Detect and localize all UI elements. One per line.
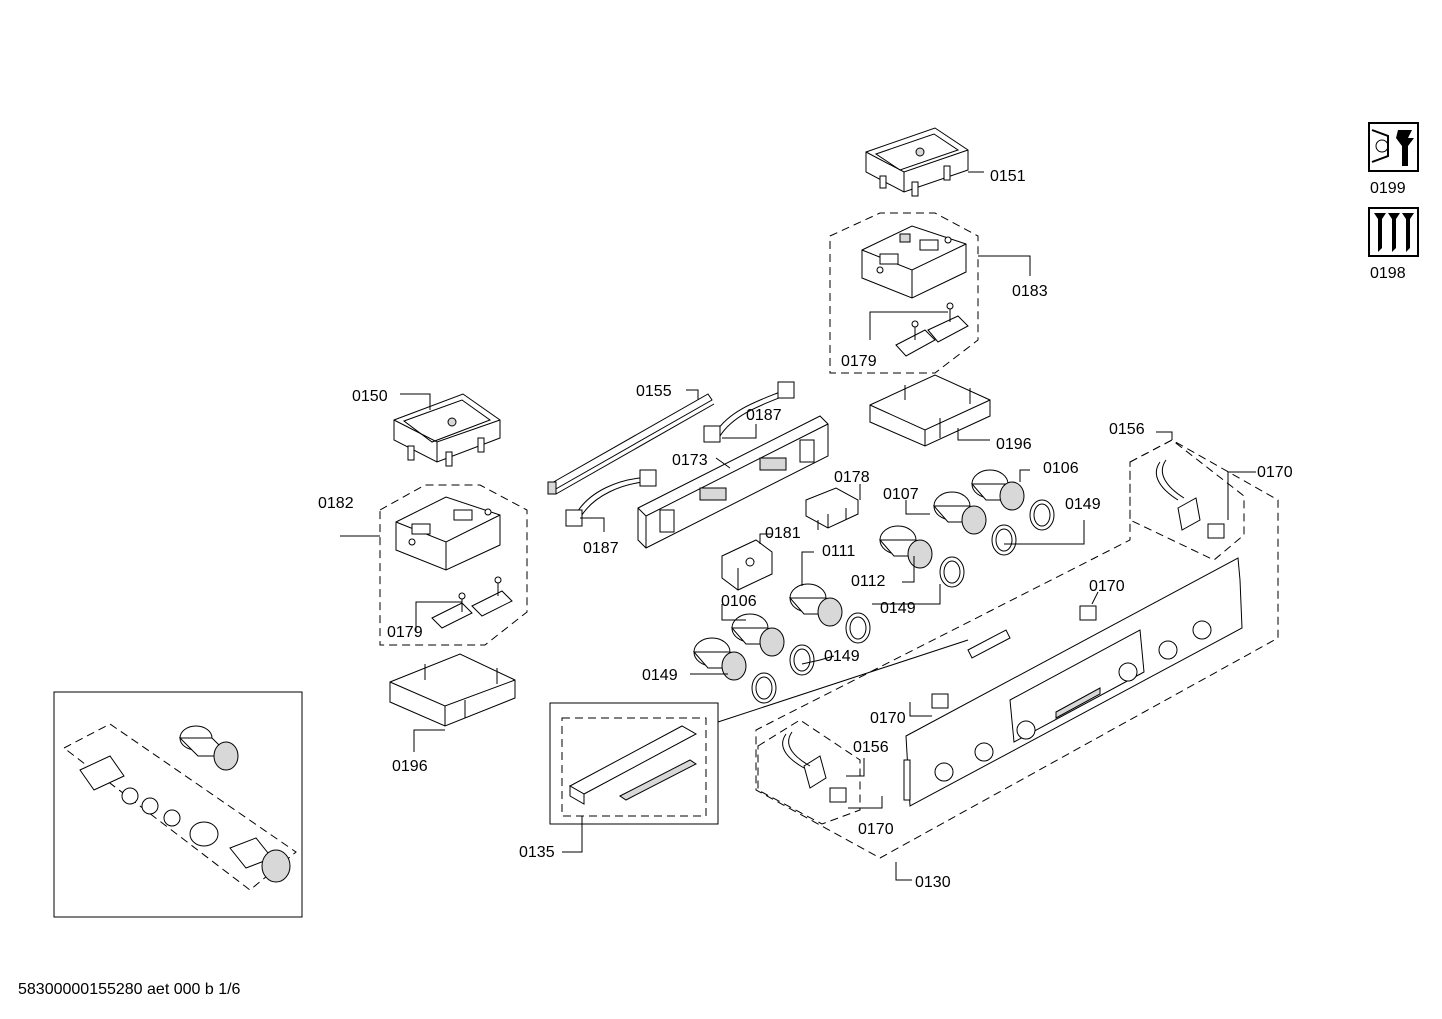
part-0149-ring-a — [1029, 499, 1055, 531]
leader-lines — [340, 171, 1256, 881]
callout-0182: 0182 — [318, 495, 354, 512]
callout-0187: 0187 — [583, 540, 619, 557]
tool-icon-label: 0199 — [1370, 180, 1406, 197]
callout-0106: 0106 — [1043, 460, 1079, 477]
inset-knob-parts — [79, 755, 291, 883]
callout-0156: 0156 — [1109, 421, 1145, 438]
part-0170-connector-b — [1079, 605, 1097, 621]
part-0149-ring-c — [939, 556, 965, 588]
part-0150-frame — [393, 393, 501, 467]
callout-0178: 0178 — [834, 469, 870, 486]
inset-knob-assembled — [178, 725, 239, 771]
callout-0173: 0173 — [672, 452, 708, 469]
callout-0179: 0179 — [841, 353, 877, 370]
group-0130-outline — [755, 439, 1279, 859]
callout-0112: 0112 — [851, 573, 886, 590]
callout-0170: 0170 — [858, 821, 894, 838]
inset-outline — [63, 723, 297, 891]
group-0156-outline-b — [757, 719, 861, 825]
part-0111-switch — [788, 583, 843, 627]
part-0106-switch-mid — [730, 613, 785, 657]
callout-0196: 0196 — [392, 758, 428, 775]
callout-0187: 0187 — [746, 407, 782, 424]
callout-0151: 0151 — [990, 168, 1026, 185]
callout-0183: 0183 — [1012, 283, 1048, 300]
tool-icon — [1368, 122, 1419, 172]
callout-0156: 0156 — [853, 739, 889, 756]
part-0183-bracket — [861, 225, 967, 299]
part-0135-strip-small — [967, 629, 1011, 659]
part-0130-panel — [903, 557, 1243, 807]
detail-box-0135 — [549, 702, 719, 825]
group-0183-outline — [829, 212, 979, 374]
screws-icon — [1368, 207, 1419, 257]
group-0156-outline-a — [1129, 439, 1245, 561]
callout-0149: 0149 — [642, 667, 678, 684]
part-0106-switch-low — [692, 637, 747, 681]
part-0179-switches-b — [431, 576, 513, 629]
part-0149-ring-b — [991, 524, 1017, 556]
part-0149-ring-d — [845, 612, 871, 644]
callout-0130: 0130 — [915, 874, 951, 891]
part-0149-ring-e — [789, 644, 815, 676]
inset-detail-box — [53, 691, 303, 918]
part-0170-connector-d — [829, 787, 847, 803]
callout-0150: 0150 — [352, 388, 388, 405]
callout-0196: 0196 — [996, 436, 1032, 453]
part-0179-switches-a — [895, 302, 969, 357]
document-footer: 58300000155280 aet 000 b 1/6 — [18, 981, 241, 998]
part-0170-connector-a — [1207, 523, 1225, 539]
callout-0149: 0149 — [880, 600, 916, 617]
callout-0179: 0179 — [387, 624, 423, 641]
callout-0170: 0170 — [870, 710, 906, 727]
part-0170-connector-c — [931, 693, 949, 709]
callout-0155: 0155 — [636, 383, 672, 400]
callout-0181: 0181 — [765, 525, 801, 542]
part-0178-switch — [805, 487, 859, 530]
callout-labels: 0151 0183 0179 0196 0150 0155 0187 0173 … — [318, 168, 1293, 891]
callout-0106: 0106 — [721, 593, 757, 610]
callout-0149: 0149 — [1065, 496, 1101, 513]
part-0156-module-a — [1155, 459, 1201, 531]
part-0182-bracket — [395, 496, 501, 571]
group-0135-outline — [561, 717, 707, 817]
part-0106-switch-top — [970, 469, 1025, 511]
part-0112-switch — [878, 525, 933, 569]
callout-0111: 0111 — [822, 543, 855, 560]
part-0107-switch — [932, 491, 987, 535]
detail-link-line-a — [717, 639, 969, 723]
part-0187-cable-b — [565, 469, 657, 527]
callout-0170: 0170 — [1257, 464, 1293, 481]
part-0151-frame — [865, 127, 969, 197]
part-0135-strip — [568, 725, 698, 805]
callout-0149: 0149 — [824, 648, 860, 665]
callout-0107: 0107 — [883, 486, 919, 503]
callout-0135: 0135 — [519, 844, 555, 861]
part-0196-bracket-a — [869, 374, 991, 447]
part-0149-ring-f — [751, 672, 777, 704]
callout-0170: 0170 — [1089, 578, 1125, 595]
part-0187-cable-a — [703, 381, 795, 443]
part-0181-bracket — [721, 539, 773, 591]
part-0156-module-b — [782, 731, 827, 789]
group-0182-outline — [379, 484, 528, 646]
part-0155-rail — [547, 393, 715, 495]
part-0173-board — [637, 415, 829, 549]
part-0196-bracket-b — [389, 653, 516, 727]
screws-icon-label: 0198 — [1370, 265, 1406, 282]
